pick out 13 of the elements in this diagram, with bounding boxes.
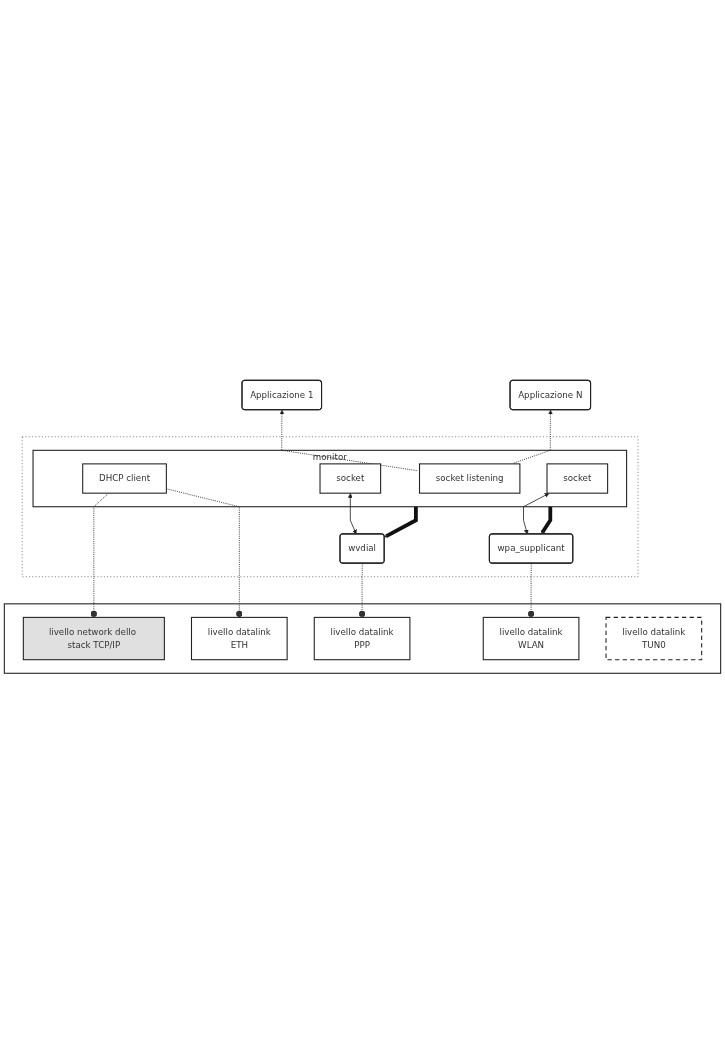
- node-box: socket: [546, 463, 609, 494]
- node-box: socket listening: [418, 463, 521, 494]
- node-box: livello network dello stack TCP/IP: [22, 617, 165, 661]
- node-box: livello datalink WLAN: [482, 617, 580, 661]
- node-box: DHCP client: [82, 463, 167, 494]
- arrow: [384, 506, 418, 539]
- node-box: livello datalink TUN0: [605, 617, 703, 661]
- node-box: livello datalink PPP: [313, 617, 411, 661]
- node-box: socket: [319, 463, 382, 494]
- cluster: [3, 603, 722, 674]
- node-box: livello datalink ETH: [190, 617, 288, 661]
- cluster: [21, 436, 639, 578]
- arrow: [540, 506, 553, 535]
